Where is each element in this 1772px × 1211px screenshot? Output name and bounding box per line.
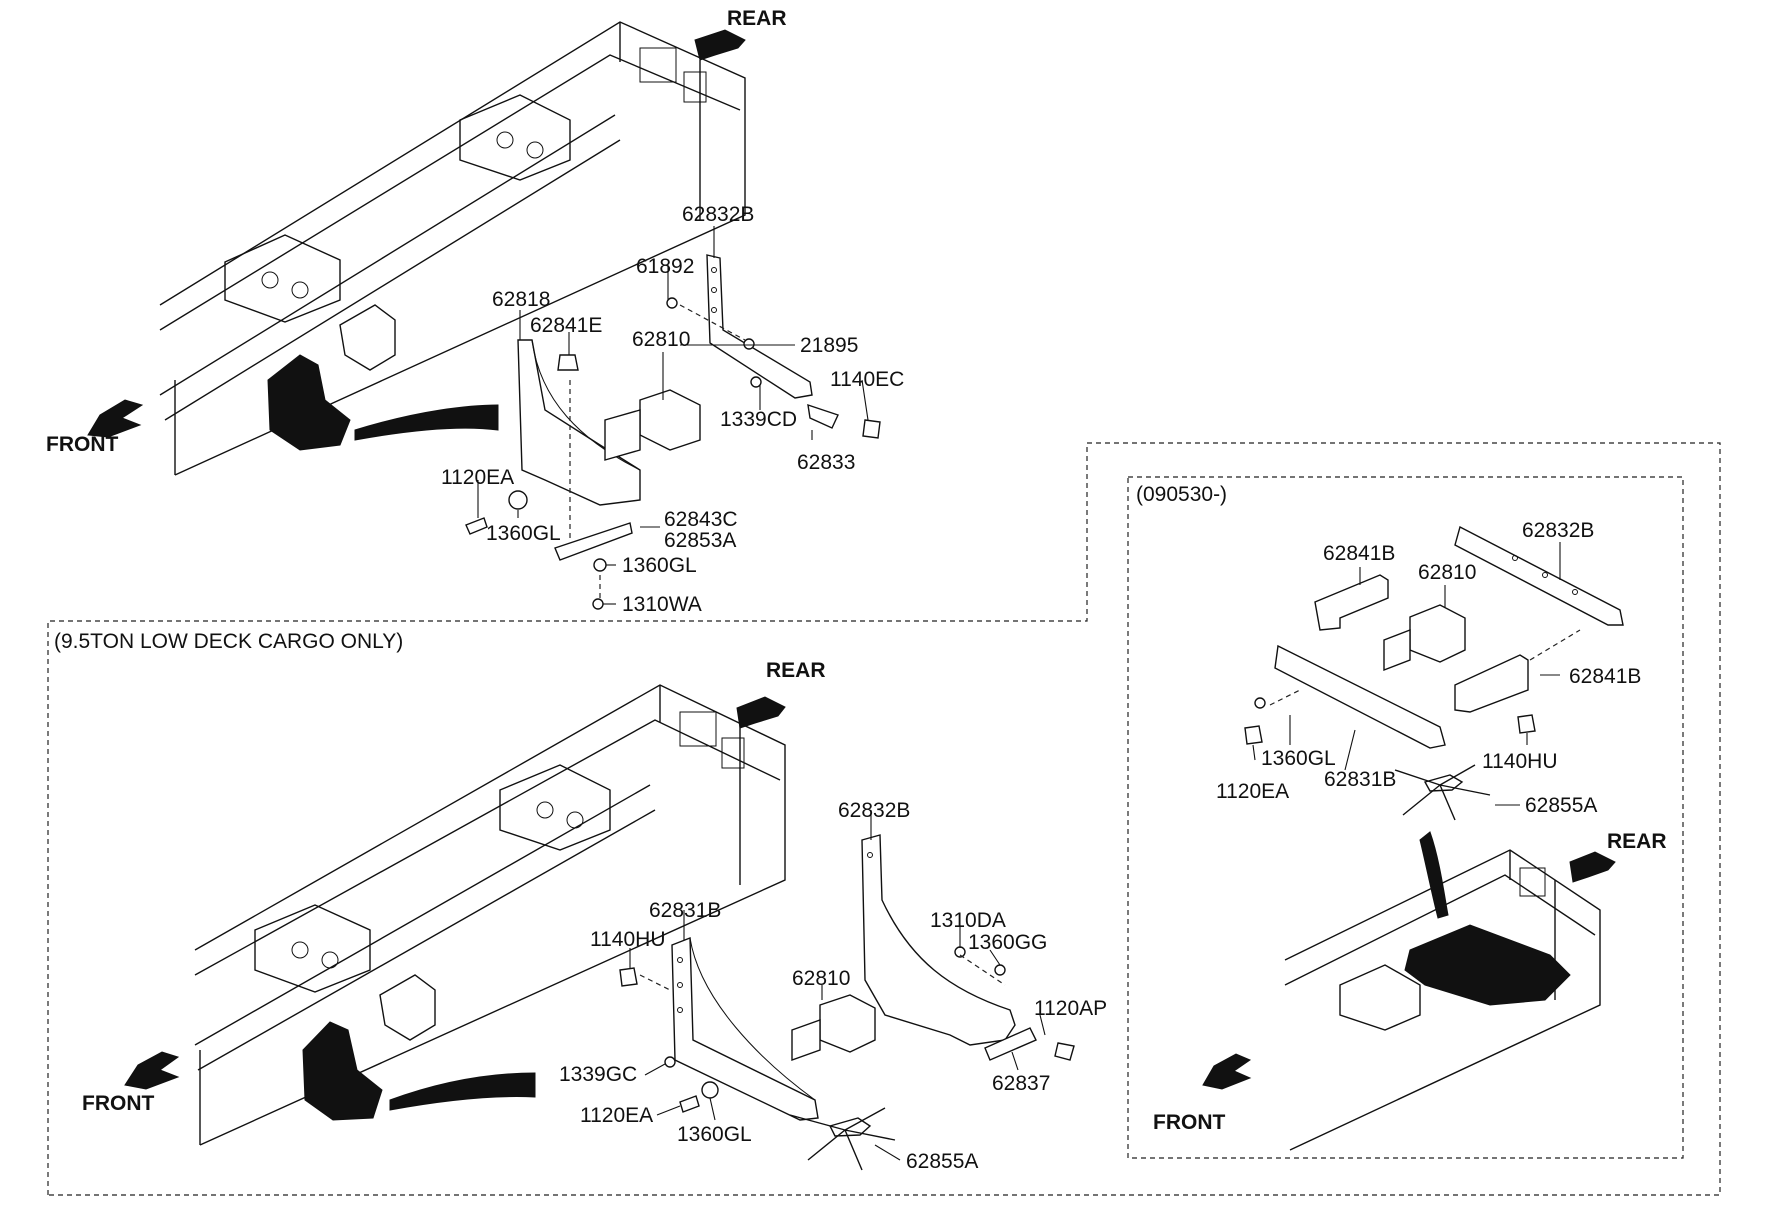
part-label: 62855A bbox=[1525, 794, 1597, 817]
part-label: 62841E bbox=[530, 314, 602, 337]
rear-arrow-icon bbox=[1569, 851, 1616, 883]
front-arrow-icon bbox=[1202, 1053, 1252, 1090]
rear-arrow-icon bbox=[736, 696, 786, 729]
rear-label-bottom: REAR bbox=[766, 659, 826, 682]
frame-top bbox=[87, 21, 746, 476]
part-label: 62810 bbox=[792, 967, 850, 990]
part-label: 62831B bbox=[1324, 768, 1396, 791]
part-labels-bottom: 62832B 62831B 1140HU 1310DA 1360GG 62810… bbox=[559, 799, 1107, 1173]
front-arrow-icon bbox=[124, 1051, 180, 1090]
part-label: 1360GL bbox=[486, 522, 561, 545]
low-deck-note: (9.5TON LOW DECK CARGO ONLY) bbox=[54, 630, 403, 653]
front-arrow-icon bbox=[87, 399, 144, 438]
part-label: 62810 bbox=[1418, 561, 1476, 584]
parts-top-drawing bbox=[465, 254, 881, 610]
part-labels-top: 62832B 61892 62818 62841E 62810 21895 11… bbox=[441, 203, 904, 616]
part-label: 1360GG bbox=[968, 931, 1047, 954]
part-label: 1140HU bbox=[590, 928, 666, 951]
spider-62855A-bottom bbox=[789, 1107, 896, 1171]
part-label: 1360GL bbox=[622, 554, 697, 577]
part-label: 62818 bbox=[492, 288, 550, 311]
part-label: 1360GL bbox=[677, 1123, 752, 1146]
frame-bottom bbox=[124, 684, 786, 1146]
part-label: 62810 bbox=[632, 328, 690, 351]
rear-label-top: REAR bbox=[727, 7, 787, 30]
rear-arrow-icon bbox=[694, 29, 746, 61]
part-label: 62831B bbox=[649, 899, 721, 922]
front-label-right: FRONT bbox=[1153, 1111, 1225, 1134]
front-label-bottom: FRONT bbox=[82, 1092, 154, 1115]
part-label: 62843C bbox=[664, 508, 738, 531]
part-label: 1120AP bbox=[1034, 997, 1107, 1020]
part-label: 1339CD bbox=[720, 408, 797, 431]
parts-bottom-drawing bbox=[619, 834, 1075, 1171]
part-label: 1310WA bbox=[622, 593, 702, 616]
rear-label-right: REAR bbox=[1607, 830, 1667, 853]
part-label: 62841B bbox=[1569, 665, 1641, 688]
front-label-top: FRONT bbox=[46, 433, 118, 456]
part-label: 1140EC bbox=[830, 368, 904, 391]
part-label: 62853A bbox=[664, 529, 736, 552]
part-label: 21895 bbox=[800, 334, 858, 357]
part-label: 62832B bbox=[838, 799, 910, 822]
part-label: 1120EA bbox=[580, 1104, 653, 1127]
part-label: 1310DA bbox=[930, 909, 1006, 932]
part-label: 1339GC bbox=[559, 1063, 637, 1086]
part-label: 62855A bbox=[906, 1150, 978, 1173]
part-label: 62832B bbox=[1522, 519, 1594, 542]
part-labels-right: 62832B 62841B 62810 62841B 1360GL 1140HU… bbox=[1216, 519, 1641, 817]
leader-lines bbox=[477, 226, 1561, 1161]
section-borders bbox=[47, 442, 1721, 1196]
part-label: 1140HU bbox=[1482, 750, 1558, 773]
part-label: 62833 bbox=[797, 451, 855, 474]
spider-62855A-right bbox=[1394, 764, 1491, 821]
part-label: 1360GL bbox=[1261, 747, 1336, 770]
part-label: 62832B bbox=[682, 203, 754, 226]
parts-right-drawing bbox=[1202, 525, 1624, 1151]
part-label: 62841B bbox=[1323, 542, 1395, 565]
part-label: 1120EA bbox=[1216, 780, 1289, 803]
part-label: 61892 bbox=[636, 255, 694, 278]
date-range-note: (090530-) bbox=[1136, 483, 1227, 506]
part-label: 1120EA bbox=[441, 466, 514, 489]
part-label: 62837 bbox=[992, 1072, 1050, 1095]
